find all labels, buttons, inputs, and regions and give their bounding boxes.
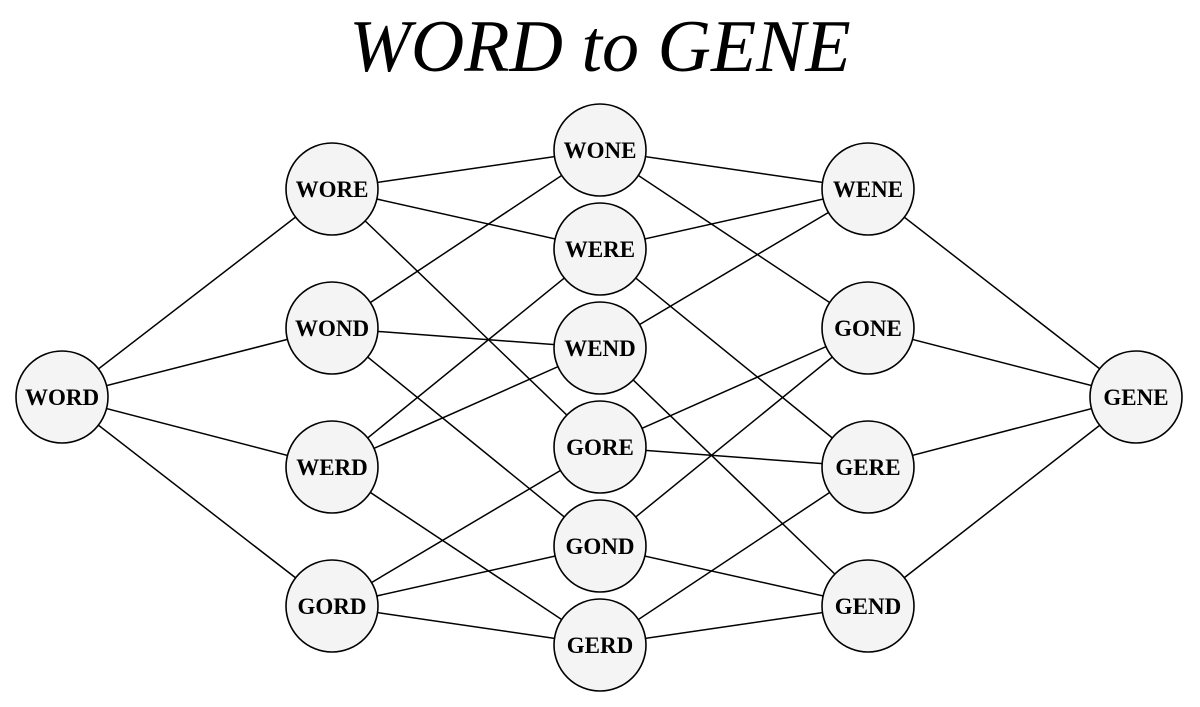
node-wene: WENE: [821, 142, 915, 236]
node-circle: [553, 301, 647, 395]
node-label: WERE: [565, 237, 635, 262]
edge-wone-gone: [599, 149, 869, 329]
edge-wend-gend: [599, 347, 869, 607]
node-circle: [553, 400, 647, 494]
node-circle: [821, 281, 915, 375]
node-label: WORD: [25, 385, 99, 410]
node-wend: WEND: [553, 301, 647, 395]
edge-were-gere: [599, 248, 869, 468]
edge-gore-gone: [599, 327, 869, 448]
node-circle: [553, 103, 647, 197]
node-circle: [553, 202, 647, 296]
node-circle: [821, 559, 915, 653]
edge-gerd-gere: [599, 466, 869, 646]
edge-wene-gene: [867, 188, 1137, 398]
node-were: WERE: [553, 202, 647, 296]
diagram-title: WORD to GENE: [349, 6, 851, 88]
node-circle: [553, 598, 647, 692]
node-label: GEND: [835, 594, 901, 619]
edge-wond-wone: [331, 149, 601, 329]
node-gend: GEND: [821, 559, 915, 653]
edge-word-wore: [61, 188, 333, 398]
edge-wond-gond: [331, 327, 601, 547]
node-label: WENE: [833, 177, 903, 202]
node-circle: [285, 142, 379, 236]
edge-gend-gene: [867, 396, 1137, 607]
node-circle: [285, 420, 379, 514]
node-label: GONE: [834, 316, 902, 341]
node-circle: [553, 499, 647, 593]
node-gord: GORD: [285, 559, 379, 653]
node-circle: [1089, 350, 1183, 444]
node-gone: GONE: [821, 281, 915, 375]
node-label: WORE: [296, 177, 369, 202]
edge-gond-gone: [599, 327, 869, 547]
node-gene: GENE: [1089, 350, 1183, 444]
node-label: GORE: [566, 435, 634, 460]
edge-wore-gore: [331, 188, 601, 448]
node-circle: [821, 420, 915, 514]
node-label: GERD: [567, 633, 633, 658]
node-circle: [285, 559, 379, 653]
node-wond: WOND: [285, 281, 379, 375]
node-label: GORD: [298, 594, 367, 619]
edge-word-gord: [61, 396, 333, 607]
node-gerd: GERD: [553, 598, 647, 692]
edge-gord-gore: [331, 446, 601, 607]
node-wore: WORE: [285, 142, 379, 236]
node-circle: [285, 281, 379, 375]
node-wone: WONE: [553, 103, 647, 197]
node-gere: GERE: [821, 420, 915, 514]
node-label: WONE: [564, 138, 637, 163]
node-circle: [15, 350, 109, 444]
node-label: WOND: [295, 316, 369, 341]
edge-werd-wend: [331, 347, 601, 468]
node-werd: WERD: [285, 420, 379, 514]
nodes-layer: WORD WORE WOND WERD GORD WONE WERE WEND GORE GOND…: [15, 103, 1183, 692]
node-label: GOND: [566, 534, 635, 559]
edge-werd-gerd: [331, 466, 601, 646]
node-gore: GORE: [553, 400, 647, 494]
node-word: WORD: [15, 350, 109, 444]
node-label: GERE: [835, 455, 900, 480]
edge-wend-wene: [599, 188, 869, 349]
node-label: WEND: [564, 336, 636, 361]
node-label: GENE: [1103, 385, 1168, 410]
node-gond: GOND: [553, 499, 647, 593]
node-label: WERD: [296, 455, 368, 480]
edge-werd-were: [331, 248, 601, 468]
node-circle: [821, 142, 915, 236]
